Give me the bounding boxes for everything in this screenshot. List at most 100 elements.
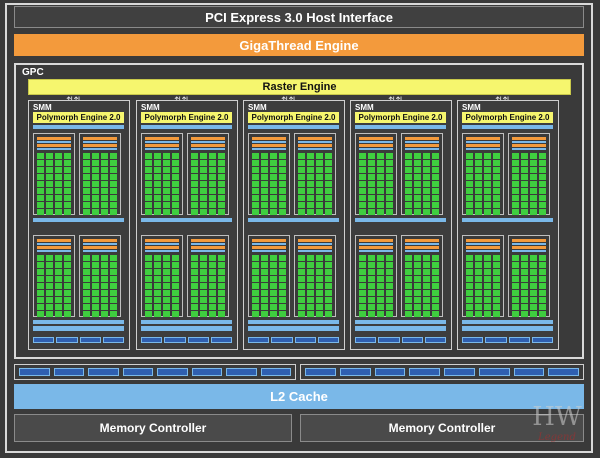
shared-memory-strip [355,326,446,331]
cuda-core [218,276,225,282]
dispatch-unit-strip [298,243,332,245]
cuda-core [512,311,519,317]
cuda-core [64,167,71,173]
rop-slice [226,368,257,376]
cuda-core [521,153,528,159]
cuda-core [64,209,71,215]
cuda-core [154,188,161,194]
texture-unit-row [462,337,553,343]
cuda-core [37,262,44,268]
cuda-core [484,255,491,261]
cuda-core [191,269,198,275]
cuda-core [493,153,500,159]
cuda-core [209,202,216,208]
cuda-core [377,311,384,317]
cuda-core-grid [298,255,332,317]
cuda-core [55,311,62,317]
cuda-core [405,202,412,208]
texture-unit [102,337,124,343]
cuda-core [110,167,117,173]
cuda-core [200,269,207,275]
cuda-core [46,160,53,166]
cuda-core [163,304,170,310]
cuda-core [270,269,277,275]
cuda-core [377,160,384,166]
cuda-core [145,297,152,303]
cuda-core [64,202,71,208]
cuda-core [423,174,430,180]
cuda-core [493,160,500,166]
cuda-core [46,304,53,310]
cuda-core [279,283,286,289]
cuda-core [191,188,198,194]
rop-slice [374,368,406,376]
cuda-core [386,269,393,275]
cuda-core [172,311,179,317]
cuda-core [521,167,528,173]
cuda-core [316,202,323,208]
cuda-core [493,195,500,201]
cuda-core [252,202,259,208]
cuda-core [307,311,314,317]
cuda-core [512,269,519,275]
cuda-core [218,174,225,180]
cuda-core [191,262,198,268]
dispatch-unit-strip [466,141,500,143]
cuda-core [521,269,528,275]
cuda-core [101,174,108,180]
cuda-core [466,269,473,275]
cuda-core [92,262,99,268]
cuda-core [325,160,332,166]
cuda-core [83,269,90,275]
cuda-core [530,262,537,268]
cuda-core [405,283,412,289]
cuda-core [261,174,268,180]
dispatch-unit-strip [145,243,179,245]
cuda-core [530,269,537,275]
cuda-core [414,160,421,166]
cuda-core [423,262,430,268]
cuda-core [377,290,384,296]
cuda-core [530,209,537,215]
cuda-core [110,181,117,187]
cuda-core [37,276,44,282]
cuda-core [101,167,108,173]
cuda-core [377,269,384,275]
cuda-core [466,255,473,261]
cuda-core [466,311,473,317]
cuda-core [432,276,439,282]
cuda-core [530,153,537,159]
cuda-core [209,297,216,303]
cuda-core [64,283,71,289]
cuda-core [261,290,268,296]
cuda-core [252,304,259,310]
cuda-core [405,174,412,180]
cuda-core [46,153,53,159]
cuda-core [484,202,491,208]
cuda-core [316,160,323,166]
cuda-core [423,276,430,282]
smm-label: SMM [141,103,160,112]
cuda-core [200,304,207,310]
warp-scheduler-strip [145,144,179,147]
cuda-core [218,311,225,317]
cuda-core [270,209,277,215]
cuda-core [298,311,305,317]
sm-processing-block [355,133,397,215]
cuda-core [405,181,412,187]
cuda-core [466,160,473,166]
cuda-core [368,276,375,282]
cuda-core [172,255,179,261]
dispatch-unit-strip [37,148,71,150]
cuda-core [386,160,393,166]
cuda-core [154,209,161,215]
cuda-core [377,195,384,201]
cuda-core [191,174,198,180]
cuda-core [64,276,71,282]
cuda-core [414,269,421,275]
texture-unit [164,337,186,343]
dispatch-unit-strip [466,250,500,252]
cuda-core [484,297,491,303]
